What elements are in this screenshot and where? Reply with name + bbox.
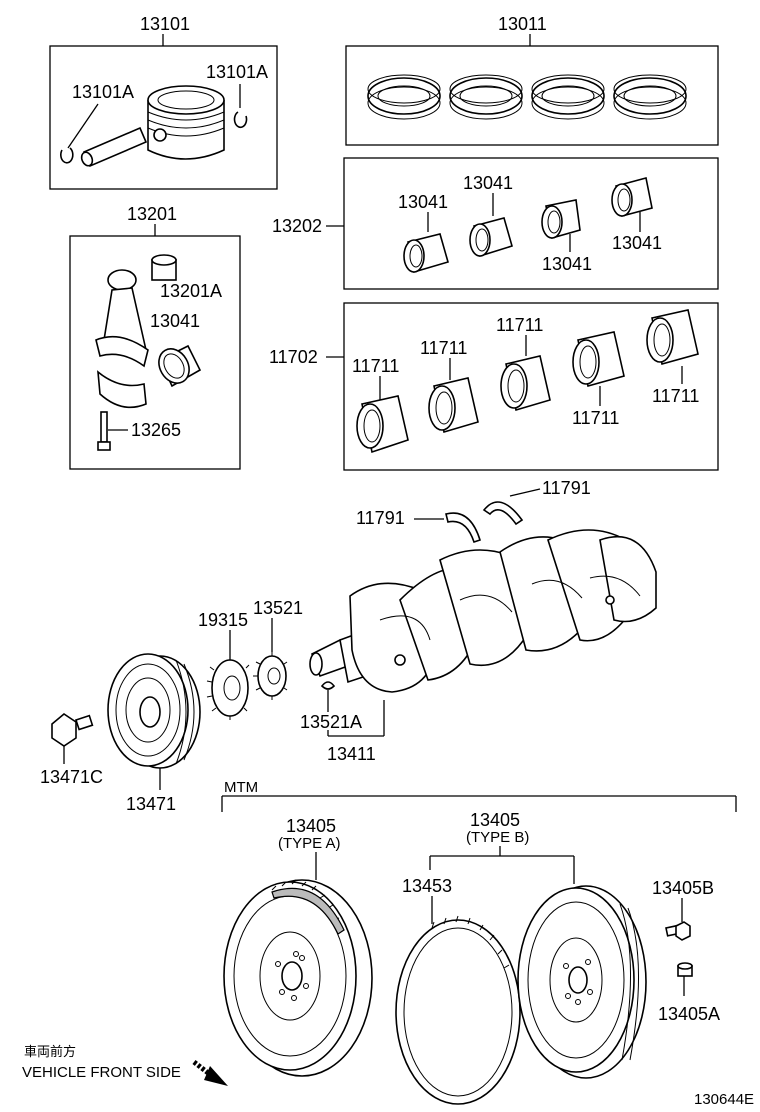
label-11711-b: 11711 [420, 338, 467, 358]
thrust-washer [482, 501, 524, 526]
label-13101A-left: 13101A [72, 82, 134, 102]
label-13101: 13101 [140, 14, 190, 34]
flywheel-type-a [223, 879, 373, 1077]
rod-bearing-shells [403, 177, 653, 274]
main-bearing-set-group: 11702 11711 11711 11711 11711 11711 [269, 302, 719, 471]
piston-group: 13101 13101A 13101A [49, 14, 278, 190]
label-13265: 13265 [131, 420, 181, 440]
piston [147, 85, 225, 160]
rod-bolt [97, 411, 111, 451]
crankshaft-gear [253, 652, 288, 700]
pulley-bolt [51, 713, 94, 747]
label-11791-b: 11791 [542, 478, 591, 498]
label-11711-d: 11711 [572, 408, 619, 428]
vehicle-front-label-en: VEHICLE FRONT SIDE [22, 1064, 181, 1081]
flywheel-ring-gear [395, 915, 521, 1105]
label-13041-rod: 13041 [150, 311, 200, 331]
label-13521: 13521 [253, 598, 303, 618]
crankshaft [309, 529, 657, 693]
snap-ring [60, 147, 74, 164]
label-13405-type-b: 13405 [470, 810, 520, 830]
type-b-label: (TYPE B) [466, 829, 529, 846]
label-11711-c: 11711 [496, 315, 543, 335]
ring-set-group: 13011 [345, 14, 719, 146]
front-direction-arrow-icon [192, 1060, 228, 1086]
rod-bearing-set-group: 13202 13041 13041 13041 13041 [272, 157, 719, 290]
piston-pin [80, 126, 148, 168]
small-end-bushing [151, 254, 177, 281]
main-bearing-shells [356, 309, 699, 454]
label-13041-a: 13041 [398, 192, 448, 212]
label-13201A: 13201A [160, 281, 222, 301]
label-11711-e: 11711 [652, 386, 699, 406]
label-11711-a: 11711 [352, 356, 399, 376]
label-11702: 11702 [269, 347, 318, 367]
type-a-label: (TYPE A) [278, 835, 341, 852]
piston-ring-set [367, 74, 687, 120]
flywheel-bolt [665, 921, 691, 941]
label-13041-b: 13041 [463, 173, 513, 193]
label-13405-type-a: 13405 [286, 816, 336, 836]
label-13041-c: 13041 [542, 254, 592, 274]
thrust-washer [445, 512, 481, 544]
label-13201: 13201 [127, 204, 177, 224]
mtm-label: MTM [224, 779, 258, 796]
label-13405B: 13405B [652, 878, 714, 898]
vehicle-front-label-jp: 車両前方 [24, 1044, 76, 1060]
label-13411: 13411 [327, 744, 376, 764]
thrust-washers: 11791 11791 [356, 478, 591, 544]
rod-bearing [158, 344, 202, 388]
crankshaft-key [320, 681, 336, 690]
label-13101A-right: 13101A [206, 62, 268, 82]
label-13471: 13471 [126, 794, 176, 814]
label-13041-d: 13041 [612, 233, 662, 253]
label-13453: 13453 [402, 876, 452, 896]
label-19315: 19315 [198, 610, 248, 630]
connecting-rod-group: 13201 13201A 13041 13265 [69, 204, 241, 470]
flywheel-dowel-pin [677, 962, 693, 977]
flywheel-type-b [517, 885, 647, 1079]
label-13202: 13202 [272, 216, 322, 236]
label-13471C: 13471C [40, 767, 103, 787]
label-13405A: 13405A [658, 1004, 720, 1024]
label-11791-a: 11791 [356, 508, 405, 528]
snap-ring [233, 111, 248, 129]
connecting-rod [95, 269, 149, 409]
label-13521A: 13521A [300, 712, 362, 732]
crankshaft-timing-sprocket [206, 656, 250, 720]
label-13011: 13011 [498, 14, 547, 34]
drawing-number: 130644E [694, 1091, 754, 1108]
crankshaft-pulley [107, 653, 201, 769]
